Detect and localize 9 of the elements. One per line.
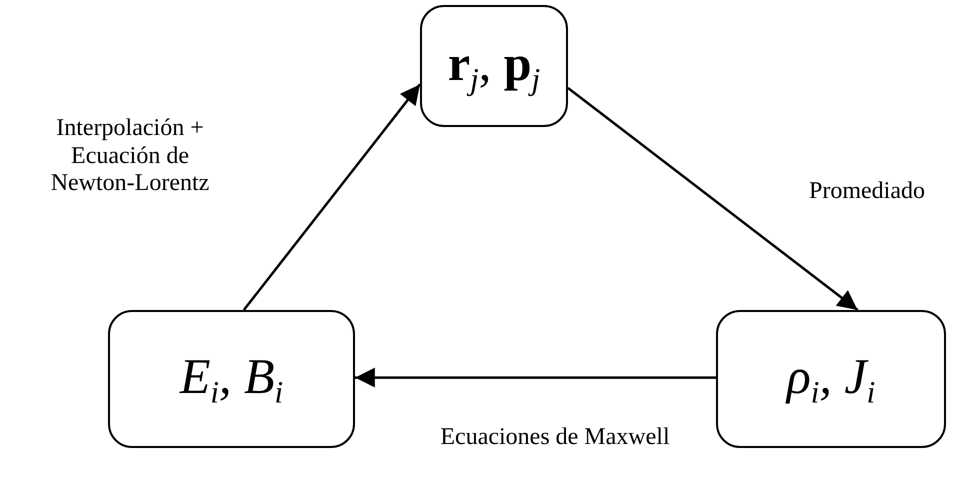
arrow — [567, 86, 858, 311]
math-label: ρ$_{i}$, J$_{i}$ — [786, 350, 876, 408]
math-label: r$_{j}$, p$_{j}$ — [448, 38, 540, 94]
state-box — [420, 5, 568, 127]
arrow — [242, 84, 421, 311]
state-box — [108, 310, 355, 448]
arrow — [355, 368, 716, 388]
state-box — [716, 310, 946, 448]
math-label: E$_{i}$, B$_{i}$ — [180, 350, 284, 408]
